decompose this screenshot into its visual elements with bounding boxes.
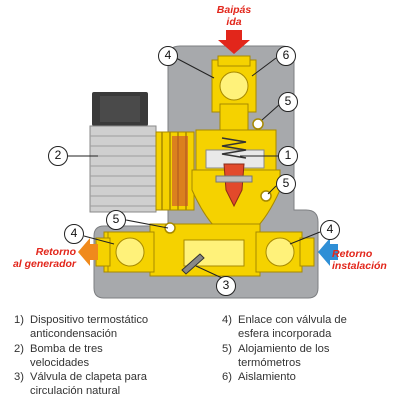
top-bypass-fitting	[211, 55, 257, 135]
callout-5-top: 5	[278, 92, 298, 112]
legend-item-number: 5)	[222, 343, 232, 355]
valve-group-diagram: Baipás ida Retorno al generador Retorno …	[12, 4, 387, 299]
legend-item-number: 6)	[222, 371, 232, 383]
legend: 1) Dispositivo termostático anticondensa…	[14, 313, 394, 397]
callout-4-top: 4	[158, 46, 178, 66]
legend-item-1: 1) Dispositivo termostático anticondensa…	[14, 313, 148, 341]
top-flow-label: Baipás ida	[216, 4, 252, 28]
legend-item-number: 3)	[14, 371, 24, 383]
legend-item-text: Alojamiento de los termómetros	[238, 343, 330, 369]
left-outflow-arrow	[78, 238, 98, 266]
diagram-svg	[68, 30, 338, 299]
leader-lines	[68, 57, 321, 279]
callout-4-right: 4	[320, 220, 340, 240]
thermostat-spring	[221, 137, 247, 159]
legend-item-2: 2) Bomba de tres velocidades	[14, 342, 103, 370]
legend-item-5: 5) Alojamiento de los termómetros	[222, 342, 329, 370]
callout-2: 2	[48, 146, 68, 166]
flap-valve	[181, 253, 205, 275]
legend-item-3: 3) Válvula de clapeta para circulación n…	[14, 370, 147, 398]
top-inflow-arrow	[218, 30, 250, 54]
left-union	[95, 231, 155, 273]
legend-item-number: 2)	[14, 343, 24, 355]
callout-6: 6	[276, 46, 296, 66]
callout-3: 3	[216, 276, 236, 296]
right-union	[255, 231, 315, 273]
callout-5-left: 5	[106, 210, 126, 230]
pump-motor-housing	[89, 125, 157, 213]
left-flow-label: Retorno al generador	[12, 246, 76, 270]
legend-item-4: 4) Enlace con válvula de esfera incorpor…	[222, 313, 347, 341]
right-inflow-arrow	[318, 238, 338, 266]
callout-1: 1	[278, 146, 298, 166]
legend-item-text: Aislamiento	[238, 371, 296, 383]
legend-item-text: Dispositivo termostático anticondensació…	[30, 314, 149, 340]
callout-4-left: 4	[64, 224, 84, 244]
legend-item-text: Bomba de tres velocidades	[30, 343, 103, 369]
valve-body	[191, 129, 281, 241]
legend-item-number: 1)	[14, 314, 24, 326]
legend-item-text: Enlace con válvula de esfera incorporada	[238, 314, 347, 340]
right-flow-label: Retorno instalación	[332, 248, 387, 272]
thermostatic-element	[223, 163, 245, 208]
legend-item-6: 6) Aislamiento	[222, 370, 296, 384]
callout-5-right: 5	[276, 174, 296, 194]
legend-item-text: Válvula de clapeta para circulación natu…	[30, 371, 147, 397]
legend-item-number: 4)	[222, 314, 232, 326]
